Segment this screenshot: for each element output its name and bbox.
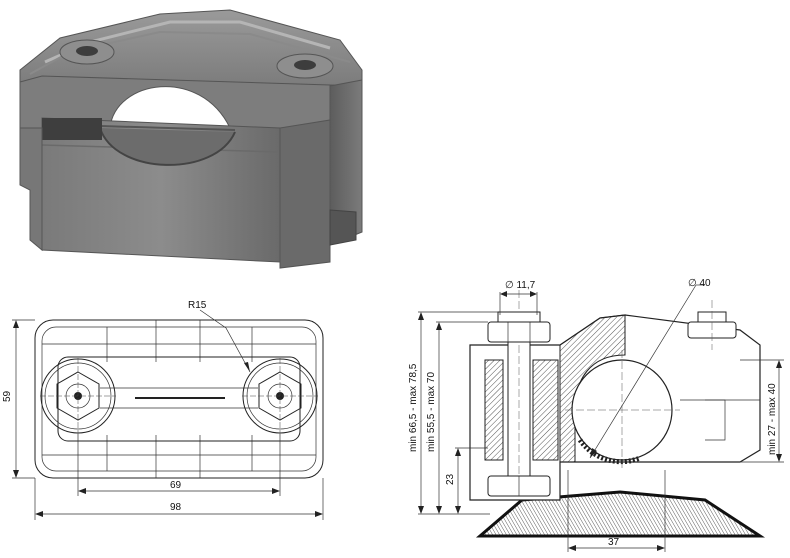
side-view-drawing bbox=[418, 284, 784, 552]
top-radius-label: R15 bbox=[188, 300, 207, 311]
side-base-width-label: 37 bbox=[608, 537, 620, 548]
side-bore-height-label: min 27 - max 40 bbox=[767, 383, 778, 455]
side-bore-dia-label: ∅ 40 bbox=[688, 278, 711, 289]
clamp-photo bbox=[19, 9, 363, 269]
top-width-label: 98 bbox=[170, 502, 182, 513]
side-bolt-dia-label: ∅ 11,7 bbox=[505, 280, 536, 291]
side-base-height-label: 23 bbox=[445, 473, 456, 485]
side-outer-height-label: min 66,5 - max 78,5 bbox=[408, 363, 419, 452]
top-hole-spacing-label: 69 bbox=[170, 480, 182, 491]
side-inner-height-label: min 55,5 - max 70 bbox=[426, 372, 437, 452]
top-height-label: 59 bbox=[2, 390, 13, 402]
top-view-drawing bbox=[12, 309, 324, 520]
